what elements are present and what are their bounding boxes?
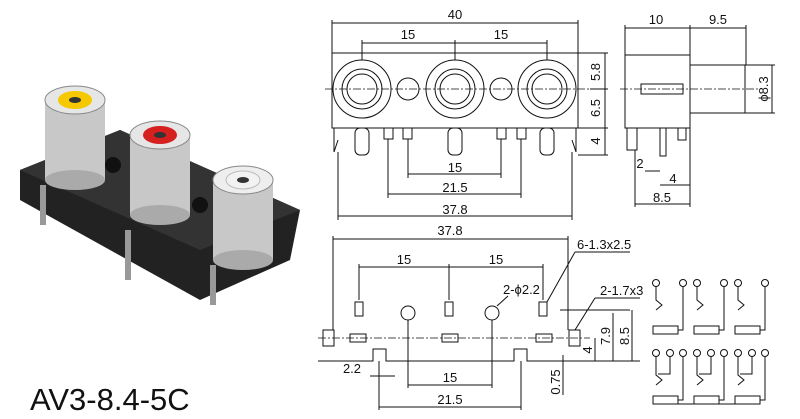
dim-pin-len: 4 bbox=[669, 171, 676, 186]
fp-h-4: 4 bbox=[580, 346, 595, 353]
dim-barrel-length: 9.5 bbox=[709, 12, 727, 27]
white-jack bbox=[212, 165, 274, 270]
fp-slot-note: 6-1.3x2.5 bbox=[577, 237, 631, 252]
dim-pin-span: 21.5 bbox=[442, 180, 467, 195]
red-jack bbox=[129, 120, 191, 225]
fp-hole-note: 2-ϕ2.2 bbox=[503, 282, 540, 297]
fp-pitch-right: 15 bbox=[489, 252, 503, 267]
dim-overall-width: 40 bbox=[448, 7, 462, 22]
fp-tab-width: 2.2 bbox=[343, 361, 361, 376]
model-name: AV3-8.4-5C bbox=[30, 382, 190, 417]
dim-pin-pitch: 15 bbox=[448, 160, 462, 175]
product-photo bbox=[20, 85, 300, 305]
dim-base-width: 37.8 bbox=[442, 202, 467, 217]
schematic-bottom bbox=[652, 349, 769, 405]
fp-h-79: 7.9 bbox=[598, 327, 613, 345]
dim-h-mid: 6.5 bbox=[588, 99, 603, 117]
dim-pitch-right: 15 bbox=[494, 27, 508, 42]
dim-h-pin: 4 bbox=[588, 137, 603, 144]
fp-pitch-left: 15 bbox=[397, 252, 411, 267]
dim-h-top: 5.8 bbox=[588, 63, 603, 81]
dim-pin-offset: 2 bbox=[636, 156, 643, 171]
fp-tab-note: 2-1.7x3 bbox=[600, 283, 643, 298]
schematic-top bbox=[652, 279, 769, 335]
fp-tab-pitch: 21.5 bbox=[437, 392, 462, 407]
fp-overall-width: 37.8 bbox=[437, 223, 462, 238]
fp-hole-pitch: 15 bbox=[443, 370, 457, 385]
fp-h-075: 0.75 bbox=[548, 369, 563, 394]
dim-pitch-left: 15 bbox=[401, 27, 415, 42]
fp-h-85: 8.5 bbox=[617, 327, 632, 345]
yellow-jack bbox=[44, 85, 106, 190]
dim-body-depth: 10 bbox=[649, 12, 663, 27]
dim-barrel-dia: ϕ8.3 bbox=[756, 76, 771, 101]
front-view: 40 15 15 5.8 6.5 4 15 21.5 37.8 bbox=[325, 7, 608, 220]
dim-base-depth: 8.5 bbox=[653, 190, 671, 205]
side-view: 10 9.5 ϕ8.3 2 4 8.5 bbox=[620, 12, 775, 207]
pcb-footprint: 37.8 15 15 6-1.3x2.5 2-ϕ2.2 2-1.7x3 7.9 … bbox=[318, 223, 643, 410]
